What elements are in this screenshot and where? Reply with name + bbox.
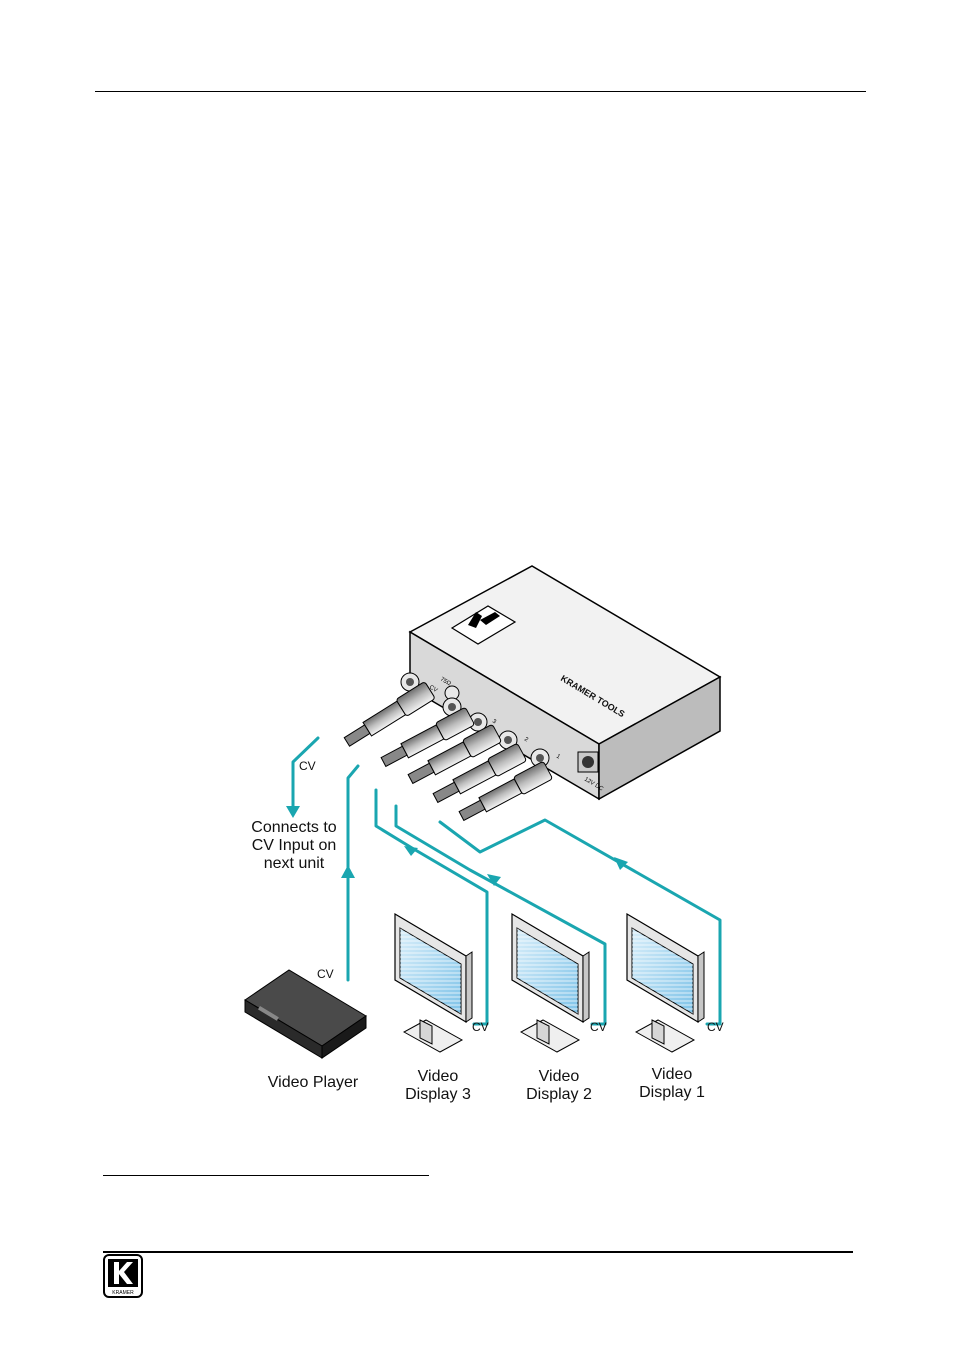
arrow-display-1 [614,857,628,870]
cv-display3-label: CV [472,1020,489,1034]
footnote-rule [103,1175,429,1176]
monitor-display-3 [395,914,472,1052]
display2-label-line2: Display 2 [526,1086,592,1103]
video-player [245,970,366,1058]
cable-cv-out [293,738,318,808]
display1-label-line1: Video [652,1066,693,1083]
display3-label-line1: Video [418,1068,459,1085]
cv-player-label: CV [317,967,334,981]
kramer-logo-text: KRAMER [112,1290,134,1296]
footer-rule [103,1251,853,1253]
display3-label-line2: Display 3 [405,1086,471,1103]
connects-label-line1: Connects to [251,819,336,836]
cv-out-label: CV [299,759,316,773]
connects-label-line3: next unit [264,855,325,872]
monitor-display-2 [512,914,589,1052]
display1-label-line2: Display 1 [639,1084,705,1101]
connects-label-line2: CV Input on [252,837,337,854]
cv-display1-label: CV [707,1020,724,1034]
cv-display2-label: CV [590,1020,607,1034]
arrow-cv-out [286,806,300,818]
kramer-logo: KRAMER [103,1254,143,1298]
video-player-label: Video Player [268,1074,359,1091]
monitor-display-1 [627,914,704,1052]
arrow-cv-input [341,865,355,878]
display2-label-line1: Video [539,1068,580,1085]
